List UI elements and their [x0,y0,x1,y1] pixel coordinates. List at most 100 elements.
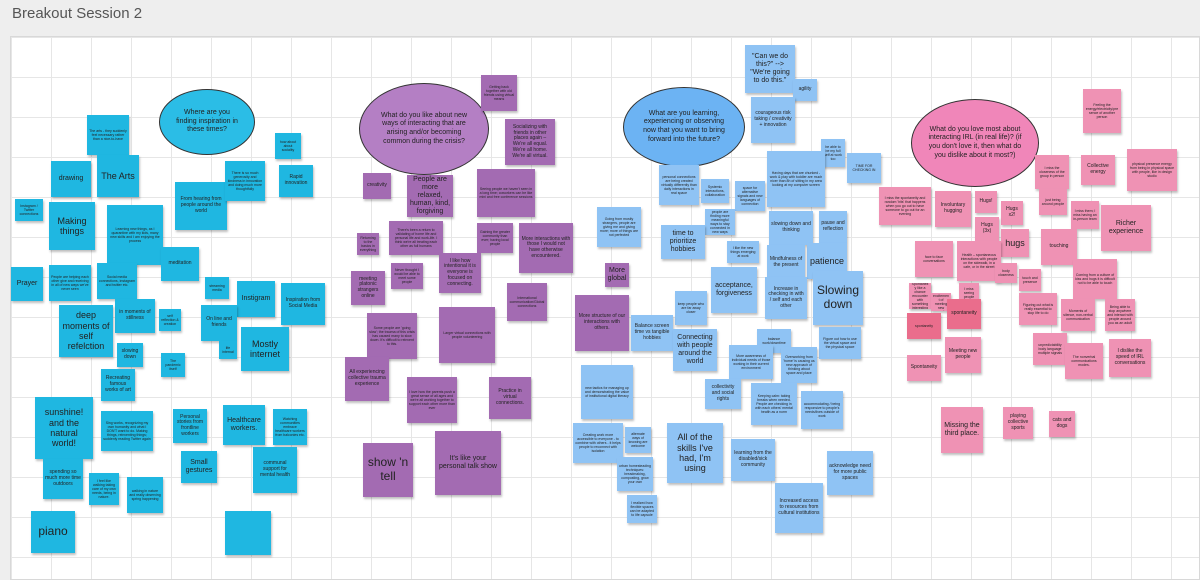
sticky-note[interactable]: Meeting new people [945,337,981,373]
sticky-note[interactable]: deep moments of self refelction [59,305,113,357]
sticky-note[interactable]: Slowing down [813,271,863,325]
sticky-note[interactable]: There's been a return to validating of h… [389,221,443,255]
sticky-note[interactable]: alternate ways of knowing are welcome [625,427,651,453]
sticky-note[interactable]: Recreating famous works of art [101,369,135,401]
sticky-note[interactable]: Hugs! [975,191,997,213]
sticky-note[interactable]: I miss the closeness of the group in per… [1035,155,1069,189]
sticky-note[interactable]: More awareness of individual needs of th… [729,345,773,379]
sticky-note[interactable]: People are more relaxed, human, kind, fo… [407,175,453,217]
sticky-note[interactable]: physical presence energy from being in p… [1127,149,1177,191]
sticky-note[interactable]: Instigram [237,281,275,317]
sticky-note[interactable]: collectivity and social rights [705,379,741,409]
sticky-note[interactable]: Creating work more accessible to everyon… [573,423,623,463]
sticky-note[interactable]: acceptance, forgiveness [711,267,757,313]
sticky-note[interactable] [225,511,271,555]
sticky-note[interactable]: Learning new things, as I quarantine wit… [107,205,163,265]
sticky-note[interactable]: how about about sociality [275,133,301,159]
sticky-note[interactable]: The pandemic itself [161,353,185,377]
sticky-note[interactable]: I realized how flexible spaces can be ad… [627,495,657,523]
sticky-note[interactable]: streaming media [205,277,229,299]
sticky-note[interactable]: pause and reflection [819,211,847,243]
sticky-note[interactable]: unpredictability body language multiple … [1033,333,1067,365]
sticky-note[interactable]: Hugs x2! [1001,201,1023,225]
sticky-note[interactable]: playing collective sports [1003,407,1033,439]
sticky-note[interactable]: new tactics for managing up and demonstr… [581,365,633,419]
sticky-note[interactable]: spontaneity [947,299,981,329]
sticky-note[interactable]: Healthcare workers. [223,405,265,445]
sticky-note[interactable]: From hearing from people around the worl… [175,182,227,230]
sticky-note[interactable]: meeting platonic strangers online [351,271,385,305]
cloud-prompt-inspiration[interactable]: Where are you finding inspiration in the… [159,89,255,155]
sticky-note[interactable]: Larger virtual connections with people v… [439,307,495,363]
sticky-note[interactable]: life internal [219,341,237,359]
sticky-note[interactable]: I feel like walking taking care of my ow… [89,473,119,505]
sticky-note[interactable]: The nonverbal communications modes. [1065,343,1103,379]
sticky-note[interactable]: Balance screen time vs tangible hobbies [631,315,673,351]
sticky-note[interactable]: creativity [363,173,391,199]
sticky-note[interactable]: Sing works, recognizing my own humanity … [101,411,153,451]
sticky-note[interactable]: agility [793,79,817,101]
sticky-note[interactable]: Being able to stop anywhere and interact… [1105,299,1135,331]
sticky-note[interactable]: Rapid innovation [279,165,313,197]
sticky-note[interactable]: Social media connections, instagram and … [97,263,137,299]
sticky-note[interactable]: The arts - they suddenly feel necessary … [87,115,129,155]
sticky-note[interactable]: All of the skills I've had, I'm using [667,423,723,483]
sticky-note[interactable]: Feeling the energy/electricity/presence … [1083,89,1121,133]
sticky-note[interactable]: I dislike the speed of IRL conversations [1109,339,1151,377]
sticky-note[interactable]: personal connections are being created v… [659,165,699,205]
sticky-note[interactable]: "Can we do this?" --> "We're going to do… [745,45,795,93]
sticky-note[interactable]: be able to be my full self at work too [821,139,845,167]
sticky-note[interactable]: hugs [1001,229,1029,257]
sticky-note[interactable]: Watching communities embrace healthcare … [273,409,307,445]
sticky-note[interactable]: I like how intentional it is everyone is… [439,253,481,293]
sticky-note[interactable]: Some people are 'going slow'; the trauma… [367,313,417,359]
sticky-note[interactable]: Mostly internet [241,327,289,371]
sticky-note[interactable]: accommodating / being responsive to peop… [801,391,843,429]
sticky-note[interactable]: The Arts [97,155,139,197]
sticky-note[interactable]: It's like your personal talk show [435,431,501,495]
sticky-note[interactable]: space for alternative signals and new la… [735,181,765,211]
sticky-note[interactable]: sunshine! and the natural world! [35,397,93,459]
cloud-prompt-learning[interactable]: What are you learning, experiencing or o… [623,87,745,167]
sticky-note[interactable]: Overworking from 'home' is causing us ne… [781,347,817,383]
sticky-note[interactable]: in moments of stillness [115,299,155,333]
sticky-note[interactable]: slowing down [117,343,143,367]
sticky-note[interactable]: slowing down and thinking [769,211,813,245]
sticky-note[interactable]: I miss seeing people [959,283,979,303]
sticky-note[interactable]: time to prioritize hobbies [661,225,705,259]
sticky-note[interactable]: More structure of our interactions with … [575,295,629,351]
sticky-note[interactable]: Increased access to resources from cultu… [775,483,823,533]
sticky-note[interactable]: Richer experience [1101,205,1151,251]
sticky-note[interactable]: Spontaneity like a chance encounter with… [909,283,931,309]
cloud-prompt-irl[interactable]: What do you love most about interacting … [911,99,1039,187]
sticky-note[interactable]: cats and dogs [1049,411,1075,437]
sticky-note[interactable]: Keeping calm: taking breaks when needed.… [751,383,797,425]
sticky-note[interactable]: Coming from a culture of kiss and hugs i… [1073,259,1117,299]
sticky-note[interactable]: touch and presence [1019,269,1041,291]
sticky-note[interactable]: touching [1041,229,1077,265]
sticky-note[interactable]: More global [605,263,629,287]
sticky-note[interactable]: On line and friends [201,305,237,341]
sticky-note[interactable]: Prayer [11,267,43,301]
sticky-note[interactable]: Figure out how to use the virtual space … [819,327,861,359]
sticky-note[interactable]: The excitement of meeting new people [931,293,951,311]
sticky-note[interactable]: I miss them; I miss having an in-person … [1071,201,1099,229]
sticky-note[interactable]: Going from mostly strangers, people are … [597,207,641,247]
sticky-note[interactable]: Seeing people we haven't seen in a long … [477,169,535,217]
sticky-note[interactable]: Spontaneity [907,355,941,381]
sticky-note[interactable]: Involuntary hugging [935,191,971,227]
sticky-note[interactable]: Getting back together with old friends u… [481,75,517,111]
sticky-note[interactable]: learning from the disabled/sick communit… [731,439,775,481]
sticky-note[interactable]: Gaining the greater community than ever;… [477,223,513,253]
sticky-note[interactable]: communal support for mental health [253,447,297,493]
sticky-note[interactable]: Figuring out what is really essential to… [1019,293,1057,325]
sticky-note[interactable]: walking in nature and really observing s… [127,477,163,513]
sticky-note[interactable]: All experiencing collective trauma exper… [345,357,389,401]
sticky-note[interactable]: I love how the parents push a great sens… [407,377,457,423]
sticky-note[interactable]: meditation [161,247,199,281]
sticky-note[interactable]: Returning to the basics in everything [357,233,379,255]
sticky-note[interactable]: More interactions with those I would not… [519,223,573,273]
sticky-note[interactable]: people are finding more meaningful ways … [705,209,735,235]
sticky-note[interactable]: Practice in virtual connections. [489,377,531,419]
sticky-note[interactable]: Small gestures [181,451,217,483]
